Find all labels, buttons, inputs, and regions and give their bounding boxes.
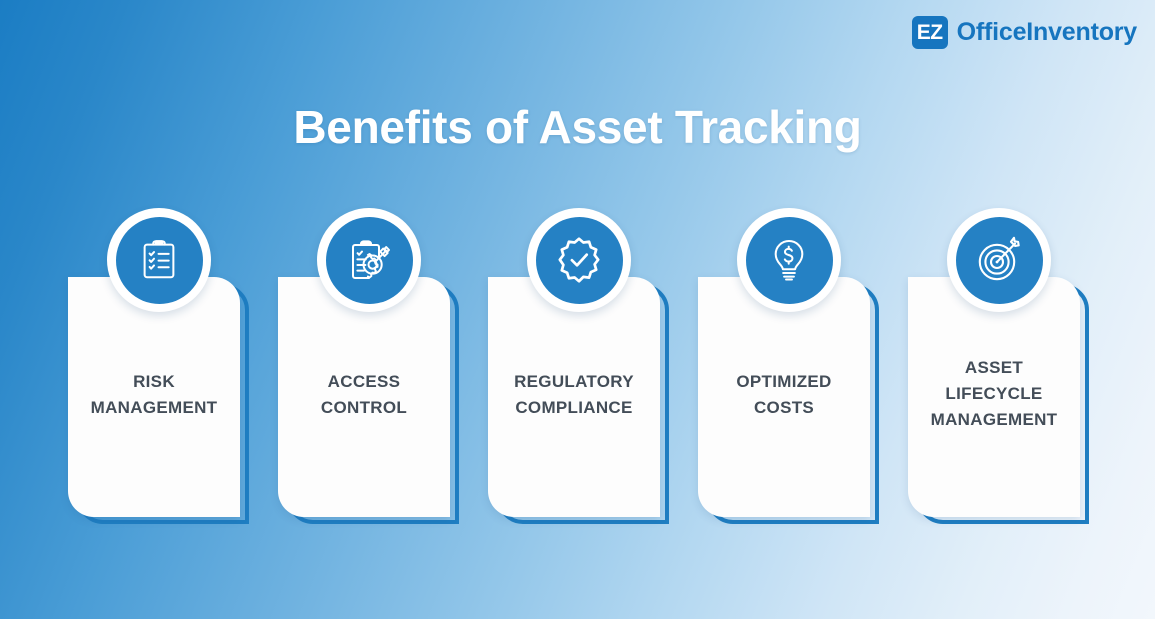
card-label: RISK MANAGEMENT — [78, 369, 230, 421]
clipboard-gear-pencil-icon — [325, 216, 413, 304]
card-label-line: ACCESS — [327, 372, 401, 391]
benefits-card-row: RISK MANAGEMENT — [68, 208, 1090, 531]
card-label: OPTIMIZED COSTS — [708, 369, 860, 421]
card-label-line: MANAGEMENT — [90, 397, 218, 417]
card-panel: ASSET LIFECYCLE MANAGEMENT — [908, 277, 1080, 517]
card-label-line: ASSET — [964, 358, 1024, 377]
card-icon-badge — [527, 208, 631, 312]
brand-name: OfficeInventory — [956, 18, 1138, 46]
card-panel: RISK MANAGEMENT — [68, 277, 240, 517]
brand-logo: EZ OfficeInventory — [911, 16, 1138, 49]
card-label-line: COMPLIANCE — [515, 397, 633, 417]
verified-badge-check-icon — [535, 216, 623, 304]
card-label-line: OPTIMIZED — [736, 372, 832, 391]
card-icon-badge — [107, 208, 211, 312]
card-icon-badge — [737, 208, 841, 312]
benefit-card-regulatory-compliance[interactable]: REGULATORY COMPLIANCE — [488, 208, 670, 531]
card-panel: OPTIMIZED COSTS — [698, 277, 870, 517]
card-panel: REGULATORY COMPLIANCE — [488, 277, 660, 517]
card-label: ASSET LIFECYCLE MANAGEMENT — [918, 355, 1070, 432]
card-label-line: RISK — [133, 372, 175, 391]
card-label: REGULATORY COMPLIANCE — [498, 369, 650, 421]
card-label-line: REGULATORY — [514, 372, 634, 391]
clipboard-checklist-icon — [115, 216, 203, 304]
benefit-card-access-control[interactable]: ACCESS CONTROL — [278, 208, 460, 531]
page-title: Benefits of Asset Tracking — [293, 101, 862, 153]
card-label-line: LIFECYCLE — [945, 383, 1043, 403]
ez-logo-mark: EZ — [911, 16, 948, 49]
benefit-card-risk-management[interactable]: RISK MANAGEMENT — [68, 208, 250, 531]
card-label-line: COSTS — [753, 397, 815, 417]
target-arrow-icon — [955, 216, 1043, 304]
card-label-line: CONTROL — [320, 397, 408, 417]
card-label: ACCESS CONTROL — [288, 369, 440, 421]
card-label-line: MANAGEMENT — [930, 409, 1058, 429]
benefit-card-asset-lifecycle-management[interactable]: ASSET LIFECYCLE MANAGEMENT — [908, 208, 1090, 531]
card-panel: ACCESS CONTROL — [278, 277, 450, 517]
card-icon-badge — [947, 208, 1051, 312]
benefit-card-optimized-costs[interactable]: OPTIMIZED COSTS — [698, 208, 880, 531]
lightbulb-dollar-icon — [745, 216, 833, 304]
card-icon-badge — [317, 208, 421, 312]
